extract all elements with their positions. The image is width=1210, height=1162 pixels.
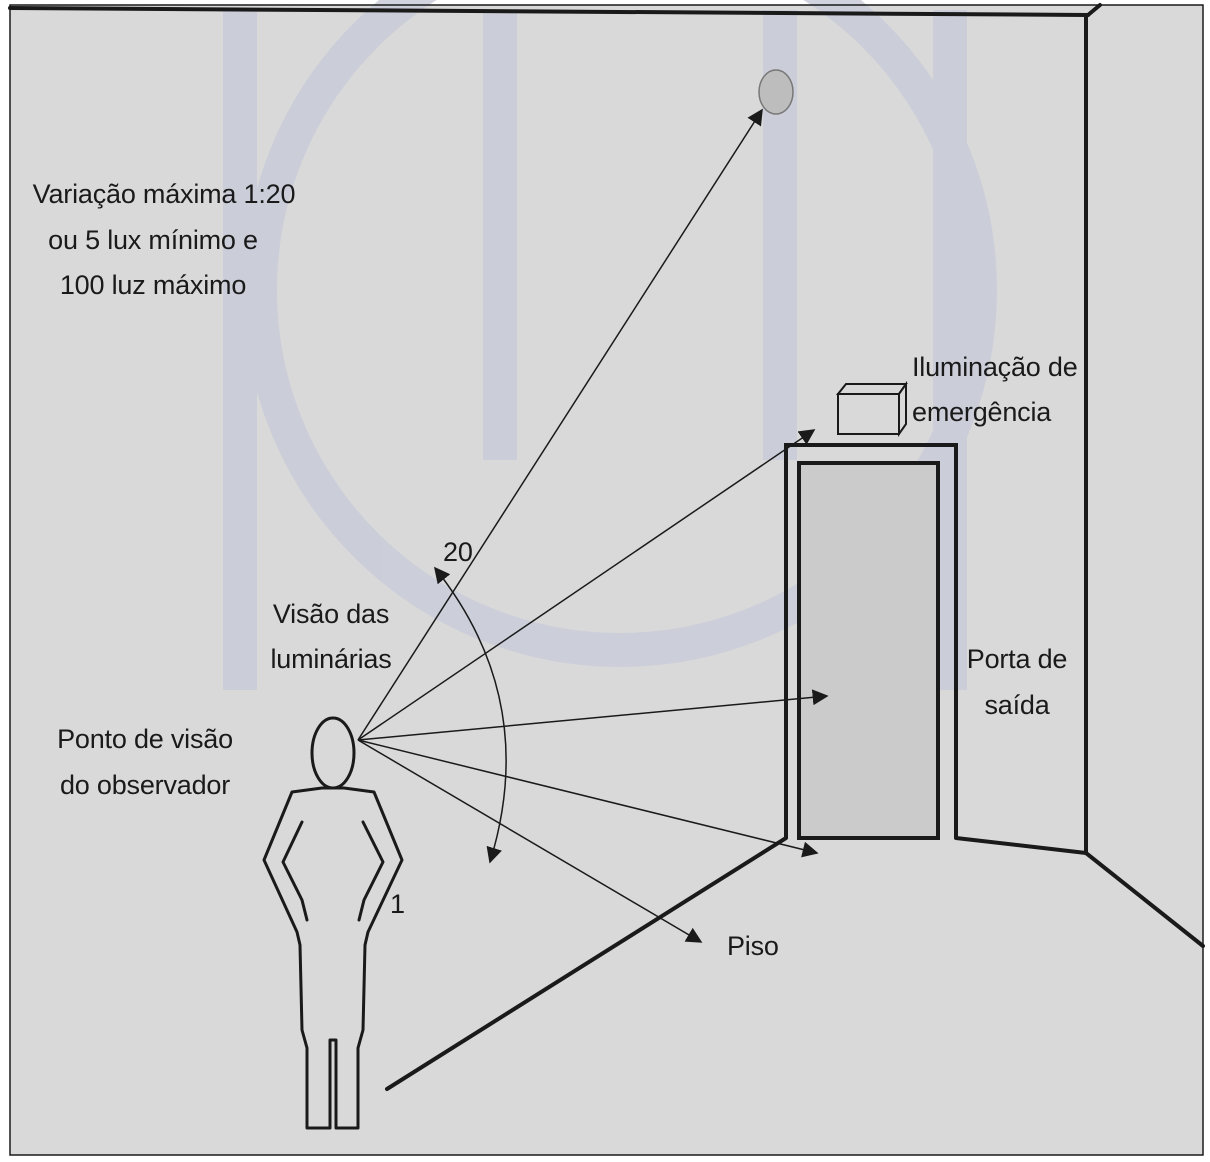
variation-label-line3: 100 luz máximo [60,270,246,300]
angle-value-label: 20 [443,537,473,567]
variation-label-line2: ou 5 lux mínimo e [48,225,258,255]
emergency-label-line1: Iluminação de [912,352,1078,382]
observer-label-line1: Ponto de visão [57,724,233,754]
angle-arc [434,566,507,864]
sight-line-emergency-light [357,429,816,741]
observer-label-line2: do observador [60,770,230,800]
observer-body [262,786,404,1130]
back-wall-floor-line [954,836,1088,855]
door-leaf [797,461,940,840]
observer-left-arm [281,820,309,922]
right-floor-line [1084,851,1205,948]
left-floor-line [385,836,788,1091]
room-outline [8,3,1205,1091]
floor-label: Piso [727,931,779,961]
marker-one-label: 1 [390,889,405,919]
variation-label-line1: Variação máxima 1:20 [33,179,296,209]
background-panel [10,5,1203,1155]
view-label-line2: luminárias [270,644,391,674]
sight-line-floor [357,739,703,943]
ceiling-corner-line [1086,3,1102,17]
door-label-line1: Porta de [967,644,1067,674]
sight-line-lamp [357,108,763,741]
ceiling-lamp-icon [758,69,794,115]
observer-right-arm [357,820,385,922]
view-label-line1: Visão das [273,599,389,629]
door-frame [784,443,958,838]
observer-figure [262,716,404,1130]
text-labels: Variação máxima 1:20 ou 5 lux mínimo e 1… [33,179,1078,961]
ceiling-line [8,6,1090,17]
door-label-line2: saída [984,690,1050,720]
emergency-label-line2: emergência [912,397,1052,427]
exit-door [784,443,958,840]
emergency-light-icon [835,380,908,438]
frame-border [9,4,1204,1156]
